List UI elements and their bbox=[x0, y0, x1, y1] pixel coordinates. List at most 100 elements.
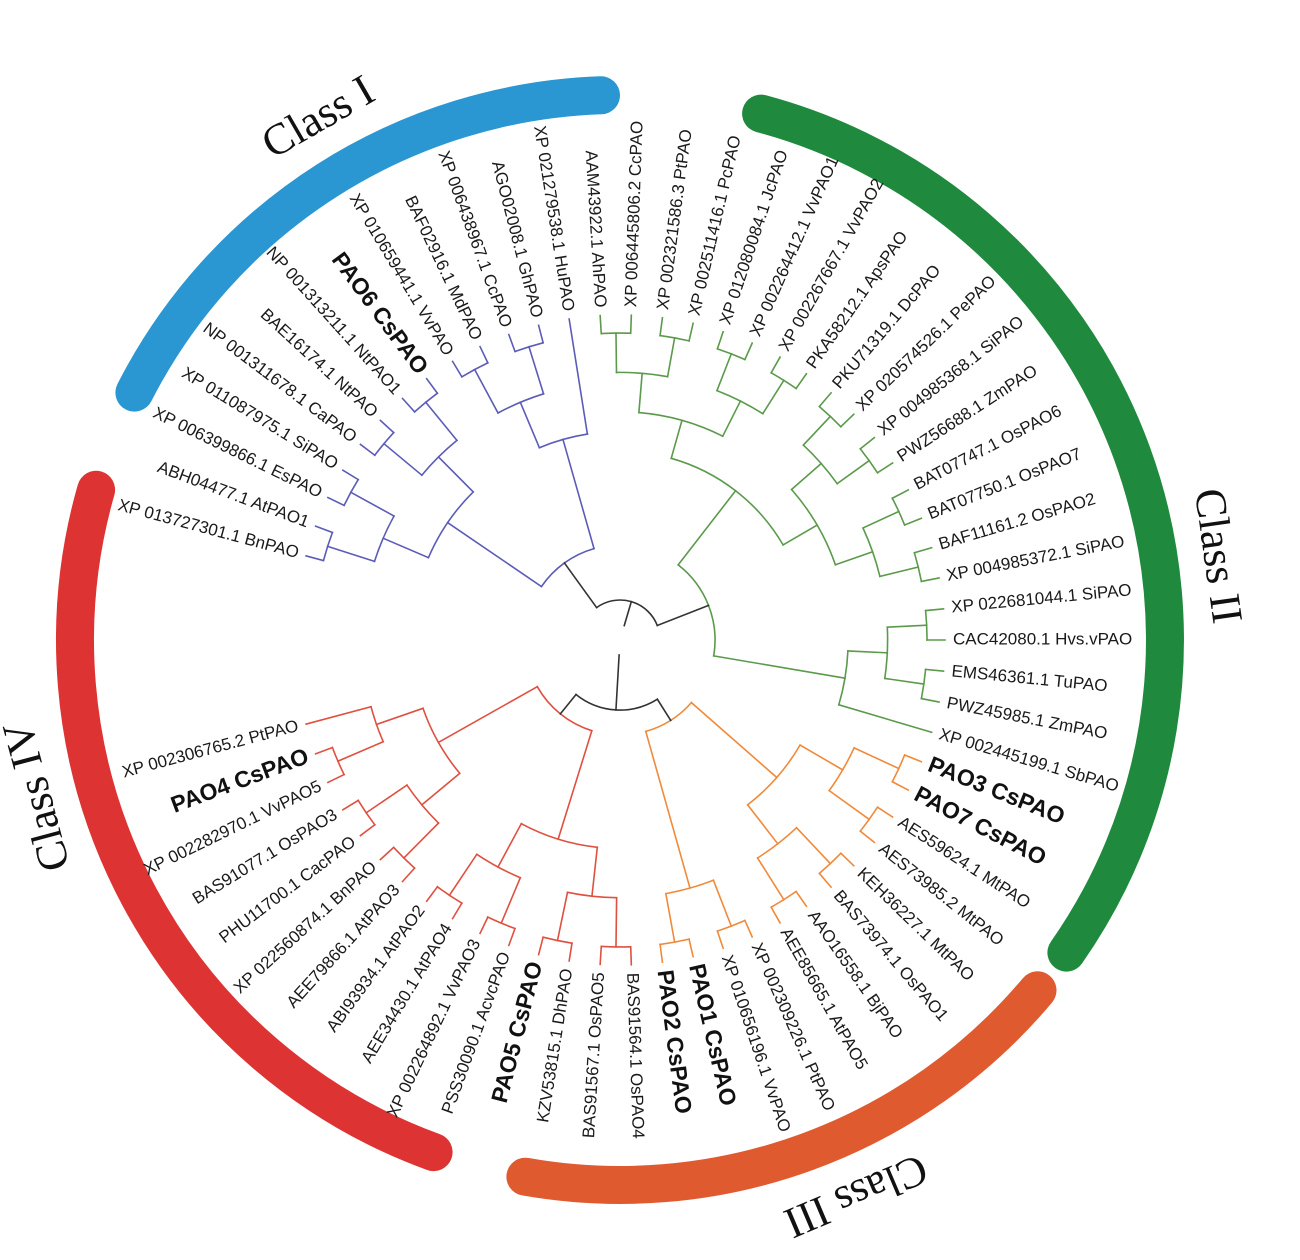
tree-branch bbox=[839, 413, 855, 428]
tree-branch bbox=[883, 677, 925, 685]
tree-node-arc bbox=[370, 705, 385, 743]
tree-branch bbox=[451, 902, 463, 920]
tree-branch bbox=[527, 345, 545, 395]
tree-branch bbox=[670, 419, 683, 460]
tree-node-arc bbox=[818, 405, 842, 428]
tree-node-arc bbox=[595, 599, 659, 627]
tree-node-arc bbox=[883, 626, 889, 680]
tree-branch bbox=[537, 324, 545, 344]
tree-node-arc bbox=[566, 891, 618, 899]
tree-branch bbox=[629, 314, 633, 335]
tree-branches bbox=[305, 314, 946, 966]
tree-node-arc bbox=[615, 371, 669, 378]
tree-branch bbox=[519, 401, 541, 449]
tree-branch bbox=[615, 654, 620, 711]
tree-branch bbox=[790, 462, 823, 491]
tree-branch bbox=[305, 705, 373, 726]
tree-node-arc bbox=[427, 490, 475, 559]
tree-node-arc bbox=[891, 753, 906, 783]
tree-branch bbox=[876, 461, 894, 474]
tree-branch bbox=[818, 872, 833, 889]
tree-branch bbox=[794, 890, 808, 908]
tree-branch bbox=[712, 879, 733, 928]
tree-branch bbox=[568, 318, 589, 435]
class-arc bbox=[56, 470, 453, 1172]
tree-branch bbox=[799, 743, 844, 771]
tree-branch bbox=[326, 496, 346, 507]
tree-branch bbox=[644, 730, 691, 890]
tree-branch bbox=[451, 360, 463, 378]
tree-branch bbox=[853, 746, 900, 770]
tree-branch bbox=[688, 938, 695, 958]
tree-branch bbox=[591, 846, 599, 898]
tree-branch bbox=[834, 550, 874, 566]
tree-branch bbox=[500, 876, 522, 925]
tree-node-arc bbox=[460, 361, 489, 378]
tree-node-arc bbox=[664, 879, 715, 895]
tree-branch bbox=[556, 891, 569, 942]
tree-node-arc bbox=[392, 846, 416, 870]
tree-branch bbox=[507, 927, 517, 947]
tree-branch bbox=[924, 607, 945, 612]
tree-node-arc bbox=[436, 885, 463, 905]
tree-branch bbox=[557, 729, 593, 841]
tree-branch bbox=[878, 566, 920, 578]
tree-branch bbox=[359, 443, 376, 457]
tree-branch bbox=[424, 401, 459, 442]
tree-node-arc bbox=[859, 806, 879, 833]
tree-node-arc bbox=[486, 916, 517, 930]
tree-branch bbox=[537, 936, 545, 956]
tree-node-arc bbox=[790, 488, 837, 566]
tree-branch bbox=[446, 521, 543, 588]
tree-node-arc bbox=[924, 609, 928, 641]
tree-branch bbox=[861, 510, 900, 530]
tree-branch bbox=[913, 546, 933, 554]
tree-branch bbox=[379, 846, 395, 861]
tree-branch bbox=[756, 856, 785, 901]
tree-branch bbox=[761, 379, 785, 415]
tree-branch bbox=[425, 885, 439, 903]
class-arc bbox=[506, 971, 1057, 1204]
tree-branch bbox=[770, 906, 782, 924]
leaf-label: AAM43922.1 AhPAO bbox=[582, 150, 611, 308]
tree-branch bbox=[382, 537, 430, 559]
tree-branch bbox=[656, 698, 672, 722]
leaf-label: EMS46361.1 TuPAO bbox=[951, 661, 1109, 695]
tree-branch bbox=[473, 368, 500, 415]
tree-node-arc bbox=[859, 447, 879, 474]
tree-branch bbox=[656, 604, 710, 627]
leaf-label: XP 022681044.1 SiPAO bbox=[950, 580, 1132, 616]
tree-branch bbox=[336, 740, 385, 763]
tree-node-arc bbox=[913, 551, 923, 583]
tree-branch bbox=[599, 314, 603, 335]
tree-branch bbox=[886, 624, 928, 628]
tree-branch bbox=[666, 336, 676, 378]
tree-node-arc bbox=[920, 668, 927, 700]
tree-branch bbox=[688, 322, 695, 342]
tree-branch bbox=[839, 852, 855, 867]
tree-node-arc bbox=[659, 334, 691, 342]
tree-branch bbox=[623, 600, 633, 627]
tree-branch bbox=[507, 333, 517, 353]
class-arc bbox=[115, 76, 620, 412]
tree-branch bbox=[818, 391, 833, 408]
tree-node-arc bbox=[520, 822, 599, 849]
class-arcs bbox=[56, 76, 1184, 1204]
tree-node-arc bbox=[496, 392, 545, 415]
tree-branch bbox=[920, 577, 940, 583]
tree-branch bbox=[448, 853, 478, 897]
tree-node-arc bbox=[716, 347, 746, 361]
tree-branch bbox=[828, 789, 871, 821]
tree-branch bbox=[326, 773, 346, 784]
tree-branch bbox=[314, 525, 334, 534]
tree-branch bbox=[615, 332, 618, 374]
tree-branch bbox=[924, 668, 945, 673]
tree-node-arc bbox=[420, 439, 459, 477]
tree-branch bbox=[770, 356, 782, 374]
tree-node-arc bbox=[746, 743, 802, 807]
tree-branch bbox=[859, 436, 876, 451]
tree-node-arc bbox=[861, 526, 881, 578]
tree-branch bbox=[561, 438, 596, 550]
